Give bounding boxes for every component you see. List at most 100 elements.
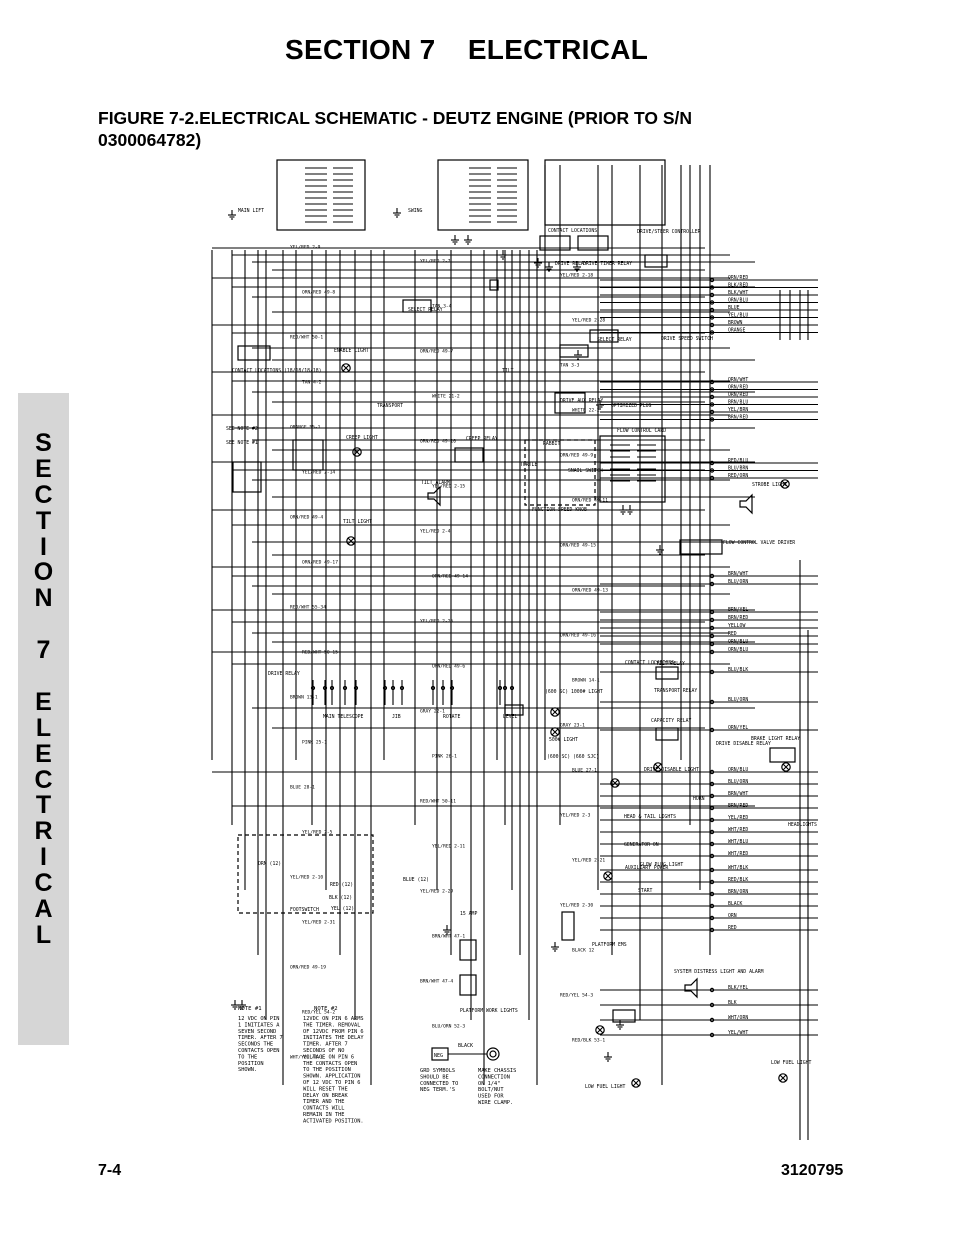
component-label: CONTACT LOCATIONS bbox=[548, 228, 597, 234]
component-box bbox=[655, 666, 679, 680]
terminal bbox=[709, 322, 715, 328]
side-tab-letter: L bbox=[35, 920, 52, 949]
component-label: CONTACT LOCATIONS bbox=[625, 660, 674, 666]
wire-label: YEL/RED 2-21 bbox=[572, 858, 605, 864]
terminal bbox=[709, 853, 715, 859]
wire-label: BRN/WHT bbox=[728, 791, 748, 797]
component-box bbox=[539, 235, 571, 251]
component-box bbox=[402, 299, 432, 313]
wire-label: BLU/BRN bbox=[728, 465, 748, 471]
component-label: GENERATOR ON bbox=[624, 842, 659, 848]
component-label: OPTIMIZED PLUG bbox=[611, 403, 652, 409]
terminal bbox=[382, 685, 388, 691]
component-label: FOOTSWITCH bbox=[290, 907, 319, 913]
terminal bbox=[449, 685, 455, 691]
component-box bbox=[237, 345, 271, 361]
terminal bbox=[709, 891, 715, 897]
terminal bbox=[709, 633, 715, 639]
wire-label: ORN/RED bbox=[728, 392, 748, 398]
component-label: SEE NOTE #1 bbox=[226, 440, 258, 446]
terminal bbox=[709, 769, 715, 775]
component-label: LEVEL bbox=[503, 714, 518, 720]
component-box bbox=[655, 727, 679, 741]
wire-label: BLUE bbox=[728, 305, 740, 311]
component-label: PLATFORM WORK LIGHTS bbox=[460, 1008, 518, 1014]
wire-label: BLUE 27-1 bbox=[572, 768, 597, 774]
terminal bbox=[310, 685, 316, 691]
lamp-symbol bbox=[603, 871, 613, 881]
component-label: ROTATE bbox=[443, 714, 460, 720]
terminal bbox=[709, 879, 715, 885]
wire-label: YEL/RED 2-5 bbox=[302, 830, 333, 836]
ground-neg-label: NEG bbox=[434, 1053, 443, 1059]
wire-label: ORANGE 55-1 bbox=[290, 425, 321, 431]
note-title: NOTE #1 bbox=[238, 1006, 262, 1012]
wire-label: BLK/RED bbox=[728, 282, 748, 288]
chassis-ground-symbol bbox=[486, 1047, 500, 1061]
lamp-symbol bbox=[780, 479, 790, 489]
component-label: TILT LIGHT bbox=[343, 519, 372, 525]
wire-label: BLU/ORN bbox=[728, 697, 748, 703]
terminal bbox=[329, 685, 335, 691]
component-label: TILT bbox=[502, 368, 514, 374]
component-label: AUXILIARY POWER bbox=[625, 865, 668, 871]
lamp-symbol bbox=[781, 762, 791, 772]
component-box bbox=[599, 435, 666, 503]
wire-label: ORN/RED 49-7 bbox=[420, 349, 453, 355]
wire-label: TAN 3-4 bbox=[432, 304, 452, 310]
terminal bbox=[709, 379, 715, 385]
terminal bbox=[342, 685, 348, 691]
component-label: FLOW CONTROL VALVE DRIVER bbox=[723, 540, 795, 546]
wire-label: ORN/RED 49-19 bbox=[290, 965, 326, 971]
wire bbox=[347, 537, 355, 545]
component-label: CREEP RELAY bbox=[466, 436, 498, 442]
component-label: TILT RELAY bbox=[656, 661, 685, 667]
wire-label: BRN/WHT 47-1 bbox=[432, 934, 465, 940]
wire-label: BLU/BLK bbox=[728, 667, 748, 673]
wire-label: ORN/RED 49-6 bbox=[432, 664, 465, 670]
component-label: DRIVE AUX RELAY bbox=[560, 398, 603, 404]
wire-label: YEL (12) bbox=[331, 906, 354, 912]
wire-label: YELLOW bbox=[728, 623, 745, 629]
lamp-symbol bbox=[653, 762, 663, 772]
terminal bbox=[709, 987, 715, 993]
component-label: SWING bbox=[408, 208, 423, 214]
lamp-symbol bbox=[550, 707, 560, 717]
terminal bbox=[709, 727, 715, 733]
lamp-symbol bbox=[341, 363, 351, 373]
terminal bbox=[709, 330, 715, 335]
wire-label: ORN/RED 49-10 bbox=[420, 439, 456, 445]
component-box bbox=[612, 1009, 636, 1023]
wire bbox=[779, 1074, 787, 1082]
side-tab-letter: T bbox=[35, 791, 52, 820]
component-box bbox=[544, 159, 666, 226]
terminal bbox=[709, 781, 715, 787]
wire-label: BLU/ORN 52-3 bbox=[432, 1024, 465, 1030]
component-box bbox=[524, 439, 596, 506]
component-box bbox=[559, 344, 589, 358]
terminal bbox=[709, 805, 715, 811]
component-label: GLOW PLUG LIGHT bbox=[640, 862, 683, 868]
wire-label: YEL/RED 2-3 bbox=[560, 813, 591, 819]
wire-label: ORN/RED 49-16 bbox=[560, 633, 596, 639]
terminal bbox=[709, 927, 715, 933]
lamp-symbol bbox=[346, 536, 356, 546]
lamp-symbol bbox=[550, 727, 560, 737]
component-box bbox=[437, 159, 529, 231]
wire-label: ORN/RED 49-17 bbox=[302, 560, 338, 566]
wire-label: BRN/RED bbox=[728, 414, 748, 420]
component-label: PLATFORM EMS bbox=[592, 942, 627, 948]
component-label: MAIN TELESCOPE bbox=[323, 714, 364, 720]
component-label: FLOW CONTROL CARD bbox=[617, 428, 666, 434]
component-label: SEE NOTE #2 bbox=[226, 426, 258, 432]
wire-label: BLK/WHT bbox=[728, 290, 748, 296]
lamp-symbol bbox=[631, 1078, 641, 1088]
component-label: CONTACT LOCATIONS (18/18/18/18) bbox=[232, 368, 322, 374]
wire-label: BRN/WHT 47-4 bbox=[420, 979, 453, 985]
wire-label: BRN/RED bbox=[728, 803, 748, 809]
component-label: DRIVE DISABLE LIGHT bbox=[644, 767, 699, 773]
wire bbox=[632, 1079, 640, 1087]
wire-label: GRAY 22-1 bbox=[420, 709, 445, 715]
wire-label: ORN/RED 49-4 bbox=[290, 515, 323, 521]
